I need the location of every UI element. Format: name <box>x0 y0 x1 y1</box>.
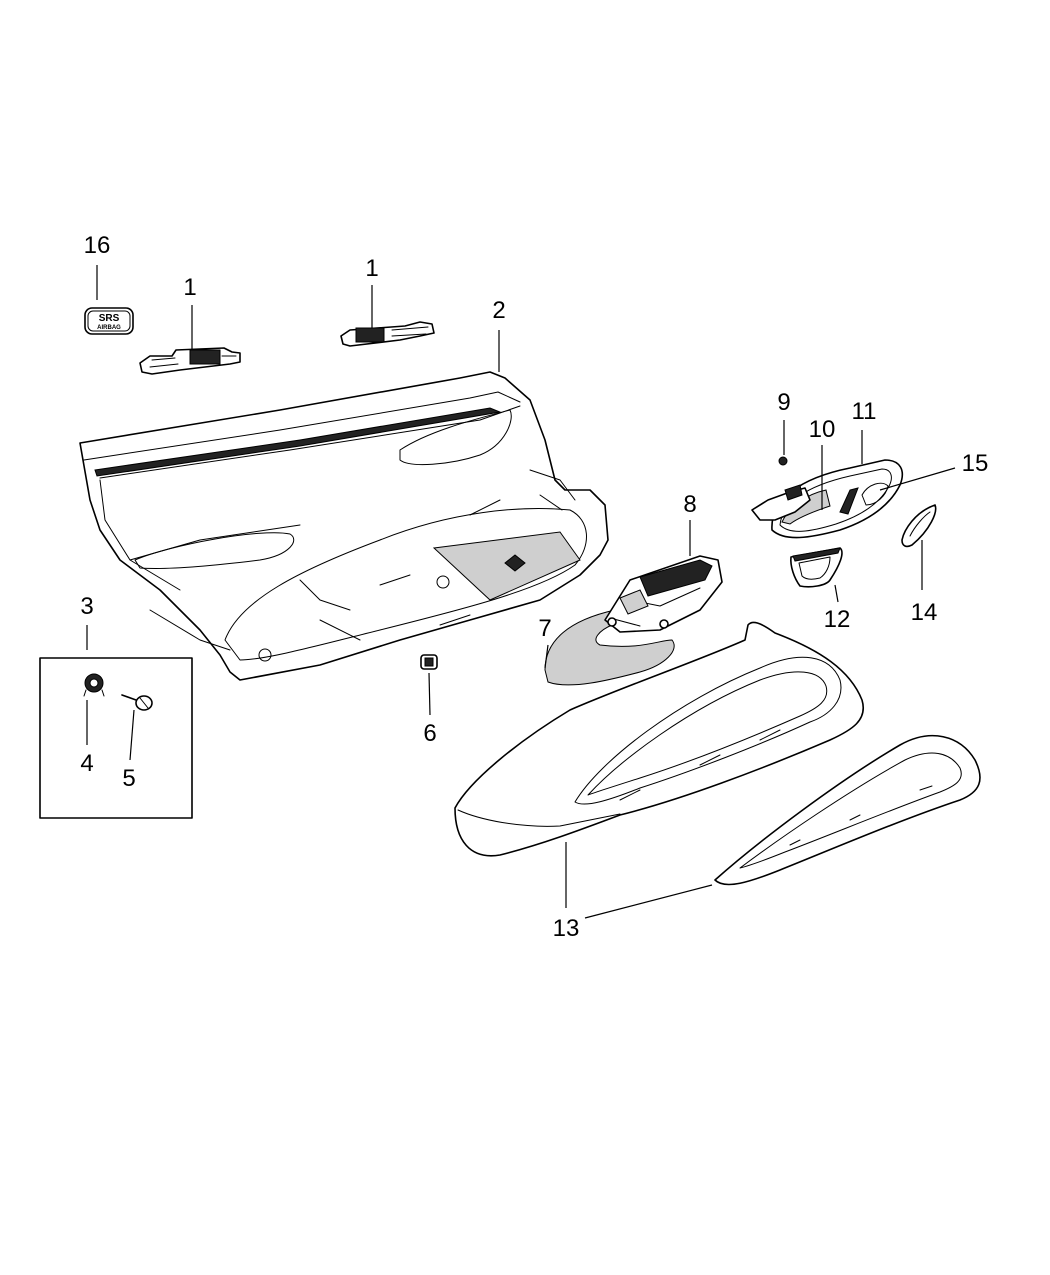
srs-airbag-badge: SRS AIRBAG <box>84 307 134 335</box>
inside-door-handle-assembly <box>751 459 904 539</box>
leader-lines <box>86 265 956 919</box>
fastener-kit-box <box>39 657 193 819</box>
badge-line-1: SRS <box>99 313 120 324</box>
handle-screw <box>778 456 788 466</box>
window-switch-assembly <box>604 555 723 633</box>
callout-1-right: 1 <box>365 255 378 282</box>
callout-12: 12 <box>824 606 851 633</box>
switch-bezel-trim <box>544 609 675 686</box>
trim-cover-cap <box>901 504 937 548</box>
callout-labels: 16 1 1 2 3 4 5 6 7 8 9 10 11 12 13 14 15 <box>80 232 988 942</box>
callout-16: 16 <box>84 232 111 259</box>
badge-line-2: AIRBAG <box>97 325 121 331</box>
callout-4: 4 <box>80 750 93 777</box>
armrest-bolster-upper <box>454 621 865 857</box>
callout-3: 3 <box>80 593 93 620</box>
push-nut <box>420 654 438 670</box>
push-pin-retainer <box>83 673 105 697</box>
retainer-clip-strip-right <box>340 321 435 347</box>
callout-6: 6 <box>423 720 436 747</box>
armrest-bolster-lower <box>714 734 981 886</box>
callout-11: 11 <box>852 398 877 425</box>
callout-5: 5 <box>122 765 135 792</box>
callout-1-left: 1 <box>183 274 196 301</box>
callout-9: 9 <box>777 389 790 416</box>
callout-15: 15 <box>962 450 989 477</box>
callout-14: 14 <box>911 599 938 626</box>
screw <box>121 694 153 711</box>
handle-bezel <box>790 547 843 588</box>
retainer-clip-strip-left <box>139 347 241 375</box>
callout-10: 10 <box>809 416 836 443</box>
callout-13: 13 <box>553 915 580 942</box>
callout-2: 2 <box>492 297 505 324</box>
callout-8: 8 <box>683 491 696 518</box>
callout-7: 7 <box>538 615 551 642</box>
door-trim-panel <box>79 371 609 681</box>
